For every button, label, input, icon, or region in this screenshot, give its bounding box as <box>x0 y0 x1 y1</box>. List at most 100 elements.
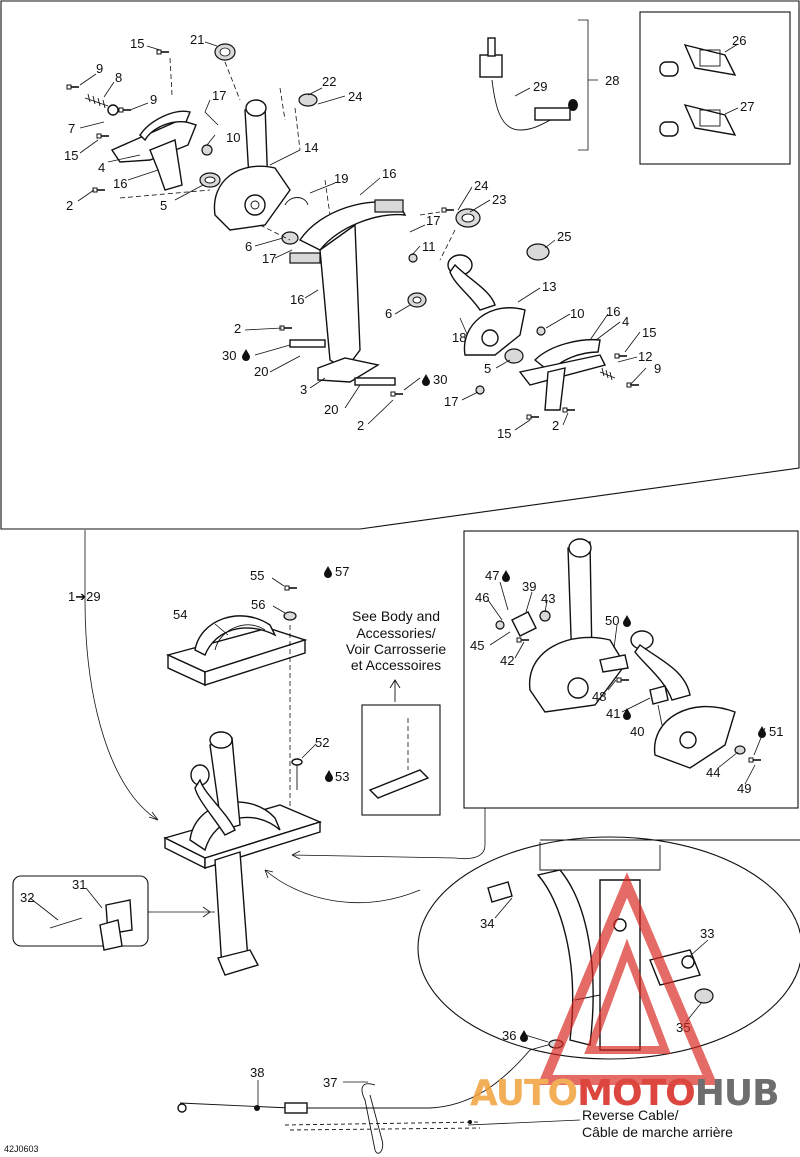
ring-23 <box>455 208 481 228</box>
watermark-word-moto: MOTO <box>577 1073 695 1114</box>
cover-54 <box>165 615 308 687</box>
callout-2: 2 <box>66 198 73 213</box>
callout-9: 9 <box>654 361 661 376</box>
callout-53: 53 <box>335 769 349 784</box>
callout-16: 16 <box>382 166 396 181</box>
ring-21 <box>214 43 236 61</box>
callout-5: 5 <box>160 198 167 213</box>
callout-55: 55 <box>250 568 264 583</box>
callout-44: 44 <box>706 765 720 780</box>
screw-52 <box>291 758 303 790</box>
callout-48: 48 <box>592 689 606 704</box>
callout-57: 57 <box>335 564 349 579</box>
connector-26 <box>659 43 737 77</box>
callout-5: 5 <box>484 361 491 376</box>
callout-31: 31 <box>72 877 86 892</box>
callout-37: 37 <box>323 1075 337 1090</box>
cap-25 <box>526 243 550 261</box>
reverse-cable-note: Reverse Cable/ Câble de marche arrière <box>582 1107 733 1140</box>
top-frame <box>0 0 800 530</box>
callout-16: 16 <box>113 176 127 191</box>
callout-43: 43 <box>541 591 555 606</box>
callout-40: 40 <box>630 724 644 739</box>
callout-1-29: 1➔29 <box>68 589 101 604</box>
lever-14 <box>213 99 291 231</box>
reverse-cable <box>177 1039 564 1131</box>
control-assembly <box>163 731 323 976</box>
note-body-line2: Accessories/ <box>356 625 435 641</box>
callout-4: 4 <box>622 314 629 329</box>
callout-46: 46 <box>475 590 489 605</box>
callout-15: 15 <box>642 325 656 340</box>
callout-24: 24 <box>474 178 488 193</box>
note-body-line1: See Body and <box>352 608 440 624</box>
callout-20: 20 <box>254 364 268 379</box>
callout-9: 9 <box>96 61 103 76</box>
callout-labels: 15 21 9 8 9 7 17 15 10 4 16 14 22 24 2 5… <box>20 32 783 1090</box>
watermark-word-auto: AUTO <box>470 1073 577 1114</box>
left-bracket-assembly <box>66 49 213 193</box>
callout-32: 32 <box>20 890 34 905</box>
callout-28: 28 <box>605 73 619 88</box>
callout-18: 18 <box>452 330 466 345</box>
callout-38: 38 <box>250 1065 264 1080</box>
watermark-logo: AUTOMOTOHUB <box>470 872 780 1114</box>
diagram-code: 42J0603 <box>4 1144 39 1154</box>
callout-10: 10 <box>570 306 584 321</box>
callout-25: 25 <box>557 229 571 244</box>
switch-29-assembly <box>479 37 578 131</box>
callout-29: 29 <box>533 79 547 94</box>
callout-30: 30 <box>222 348 236 363</box>
detail-ellipse <box>417 836 800 1060</box>
callout-50: 50 <box>605 613 619 628</box>
callout-17: 17 <box>262 251 276 266</box>
callout-15: 15 <box>130 36 144 51</box>
callout-14: 14 <box>304 140 318 155</box>
lever-assembly-39-51 <box>495 538 762 769</box>
washer-56 <box>283 611 297 621</box>
callout-16: 16 <box>290 292 304 307</box>
ring-5b <box>504 348 524 364</box>
callout-41: 41 <box>606 706 620 721</box>
callout-42: 42 <box>500 653 514 668</box>
callout-34: 34 <box>480 916 494 931</box>
callout-39: 39 <box>522 579 536 594</box>
main-housing-3 <box>289 199 407 386</box>
callout-36: 36 <box>502 1028 516 1043</box>
callout-6: 6 <box>385 306 392 321</box>
inset-frame-26-27 <box>639 11 791 165</box>
callout-10: 10 <box>226 130 240 145</box>
note-body-line4: et Accessoires <box>351 657 441 673</box>
callout-6: 6 <box>245 239 252 254</box>
callout-54: 54 <box>173 607 187 622</box>
note-reverse-line1: Reverse Cable/ <box>582 1107 679 1123</box>
callout-15: 15 <box>497 426 511 441</box>
callout-3: 3 <box>300 382 307 397</box>
callout-23: 23 <box>492 192 506 207</box>
callout-56: 56 <box>251 597 265 612</box>
callout-51: 51 <box>769 724 783 739</box>
body-ref-part <box>368 679 430 799</box>
watermark-text: AUTOMOTOHUB <box>470 1073 779 1114</box>
callout-11: 11 <box>422 239 436 254</box>
clip-19 <box>284 197 309 206</box>
callout-52: 52 <box>315 735 329 750</box>
callout-12: 12 <box>638 349 652 364</box>
callout-17: 17 <box>212 88 226 103</box>
callout-2: 2 <box>552 418 559 433</box>
ring-6a <box>281 231 299 245</box>
lever-13 <box>447 254 526 356</box>
fastener-31-32 <box>49 899 133 951</box>
body-accessories-note: See Body and Accessories/ Voir Carrosser… <box>346 608 447 673</box>
callout-20: 20 <box>324 402 338 417</box>
ring-5 <box>199 172 221 188</box>
callout-4: 4 <box>98 160 105 175</box>
detail-content <box>487 839 800 1051</box>
callout-30: 30 <box>433 372 447 387</box>
callout-49: 49 <box>737 781 751 796</box>
callout-47: 47 <box>485 568 499 583</box>
inset-frame-39-51 <box>463 530 799 809</box>
clip-37 <box>361 1083 384 1154</box>
callout-8: 8 <box>115 70 122 85</box>
